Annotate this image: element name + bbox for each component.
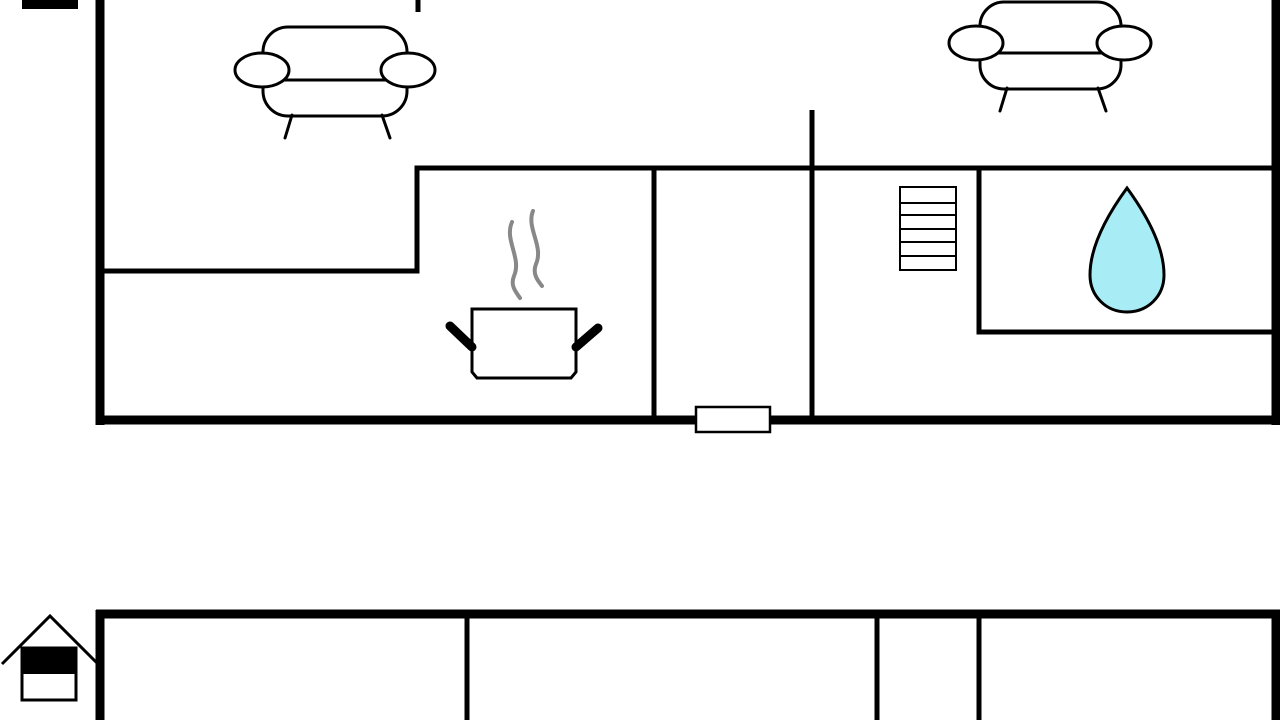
upper-floor [22, 0, 1280, 434]
sofa-icon [947, 0, 1153, 113]
door-icon [694, 405, 772, 434]
stairs-icon [899, 186, 957, 271]
sofa-icon [233, 25, 437, 140]
interior-wall [104, 165, 1272, 274]
interior-wall [976, 168, 1272, 335]
water-drop-icon [1088, 185, 1166, 314]
house-icon [0, 613, 100, 702]
cooking-pot-icon [445, 307, 603, 380]
steam-icon [507, 209, 544, 300]
lower-floor [0, 609, 1280, 720]
stairs-marker [22, 0, 78, 9]
